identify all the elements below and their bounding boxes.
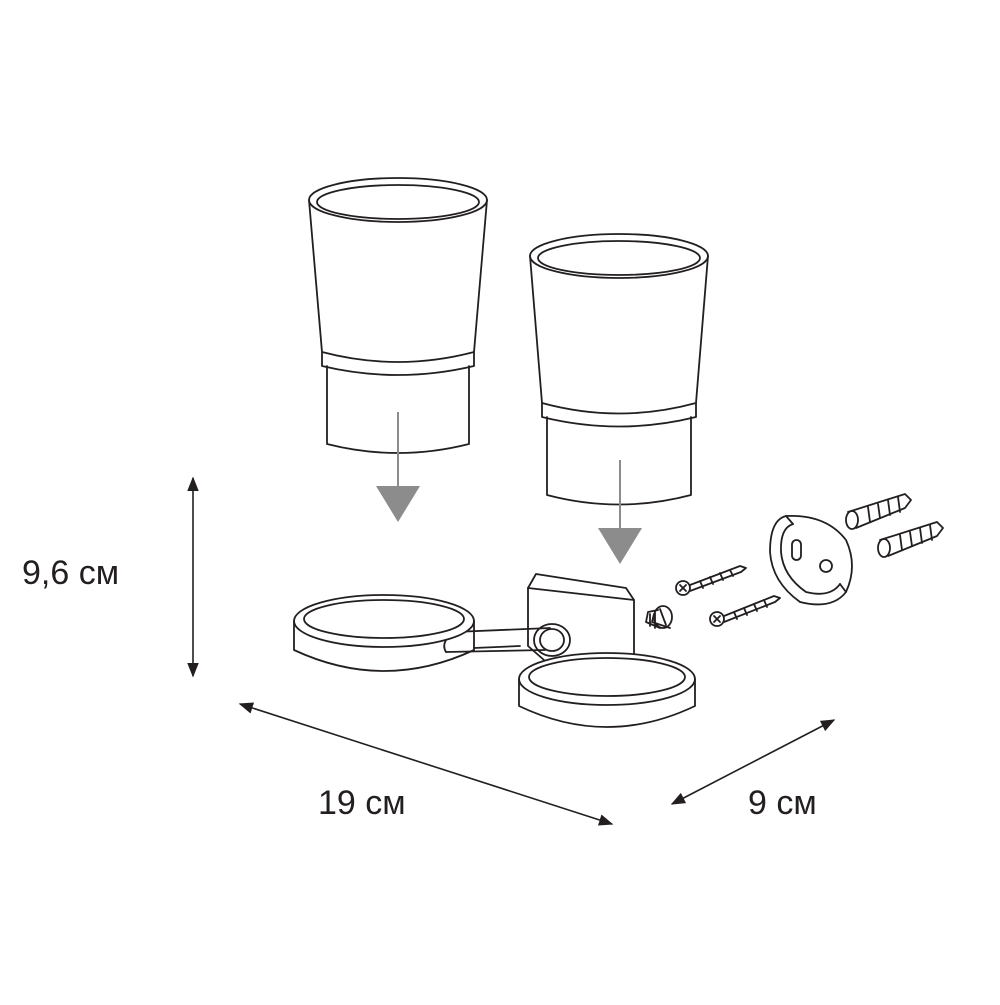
ring-holder-right (518, 652, 696, 728)
wall-anchor-2 (877, 521, 944, 558)
wall-plate (769, 515, 853, 606)
assembly-arrow-right (598, 460, 642, 564)
depth-dimension-label: 9 см (748, 784, 817, 822)
rod-front-segment (473, 645, 521, 649)
depth-dimension-line (670, 719, 836, 805)
width-dimension-label: 19 см (318, 784, 406, 822)
height-dimension-label: 9,6 см (22, 554, 120, 592)
wall-anchor-1 (845, 493, 912, 530)
glass-left (308, 177, 488, 454)
assembly-arrow-left (376, 412, 420, 522)
screw-2 (709, 595, 781, 627)
ring-holder-left (293, 594, 475, 672)
screw-1 (675, 565, 747, 596)
set-screw (645, 605, 673, 629)
width-dimension-line (238, 702, 614, 826)
